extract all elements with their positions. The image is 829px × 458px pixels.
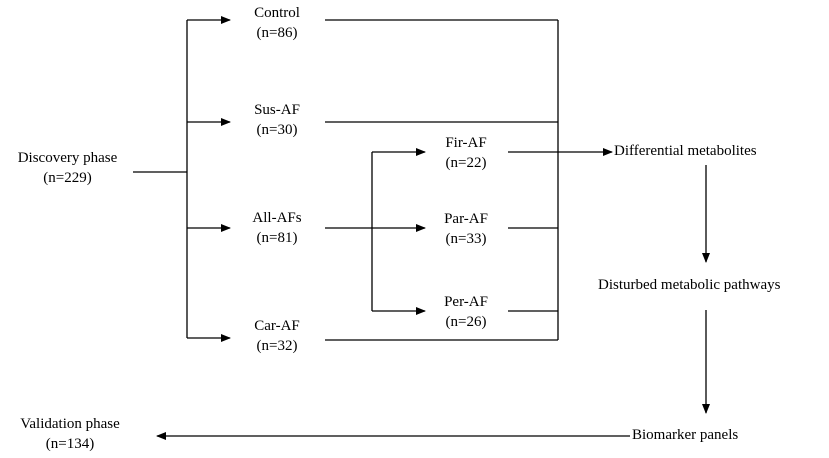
node-fir-af: Fir-AF (n=22) [426,133,506,173]
node-name: Control [254,5,300,21]
node-control: Control (n=86) [232,3,322,43]
node-name: Car-AF [254,318,300,334]
node-disturbed-pathways: Disturbed metabolic pathways [598,275,827,295]
node-name: Disturbed metabolic pathways [598,277,781,293]
node-name: Validation phase [20,416,120,432]
node-name: Biomarker panels [632,427,739,443]
node-differential-metabolites: Differential metabolites [614,141,799,161]
node-par-af: Par-AF (n=33) [426,209,506,249]
node-sus-af: Sus-AF (n=30) [232,100,322,140]
node-biomarker-panels: Biomarker panels [632,425,782,445]
node-name: Fir-AF [445,135,487,151]
node-name: Par-AF [444,211,488,227]
node-count: (n=81) [256,230,298,246]
node-name: Per-AF [444,294,488,310]
node-discovery-phase: Discovery phase (n=229) [0,148,135,188]
node-per-af: Per-AF (n=26) [426,292,506,332]
node-name: All-AFs [252,210,302,226]
node-name: Differential metabolites [614,143,757,159]
node-count: (n=86) [256,25,298,41]
node-count: (n=229) [43,170,92,186]
node-all-afs: All-AFs (n=81) [232,208,322,248]
node-count: (n=30) [256,122,298,138]
node-count: (n=134) [45,436,95,452]
node-count: (n=22) [445,155,487,171]
node-count: (n=26) [445,314,487,330]
node-car-af: Car-AF (n=32) [232,316,322,356]
node-count: (n=33) [445,231,487,247]
node-name: Discovery phase [17,150,118,166]
node-count: (n=32) [256,338,298,354]
node-name: Sus-AF [254,102,300,118]
node-validation-phase: Validation phase (n=134) [0,414,140,454]
